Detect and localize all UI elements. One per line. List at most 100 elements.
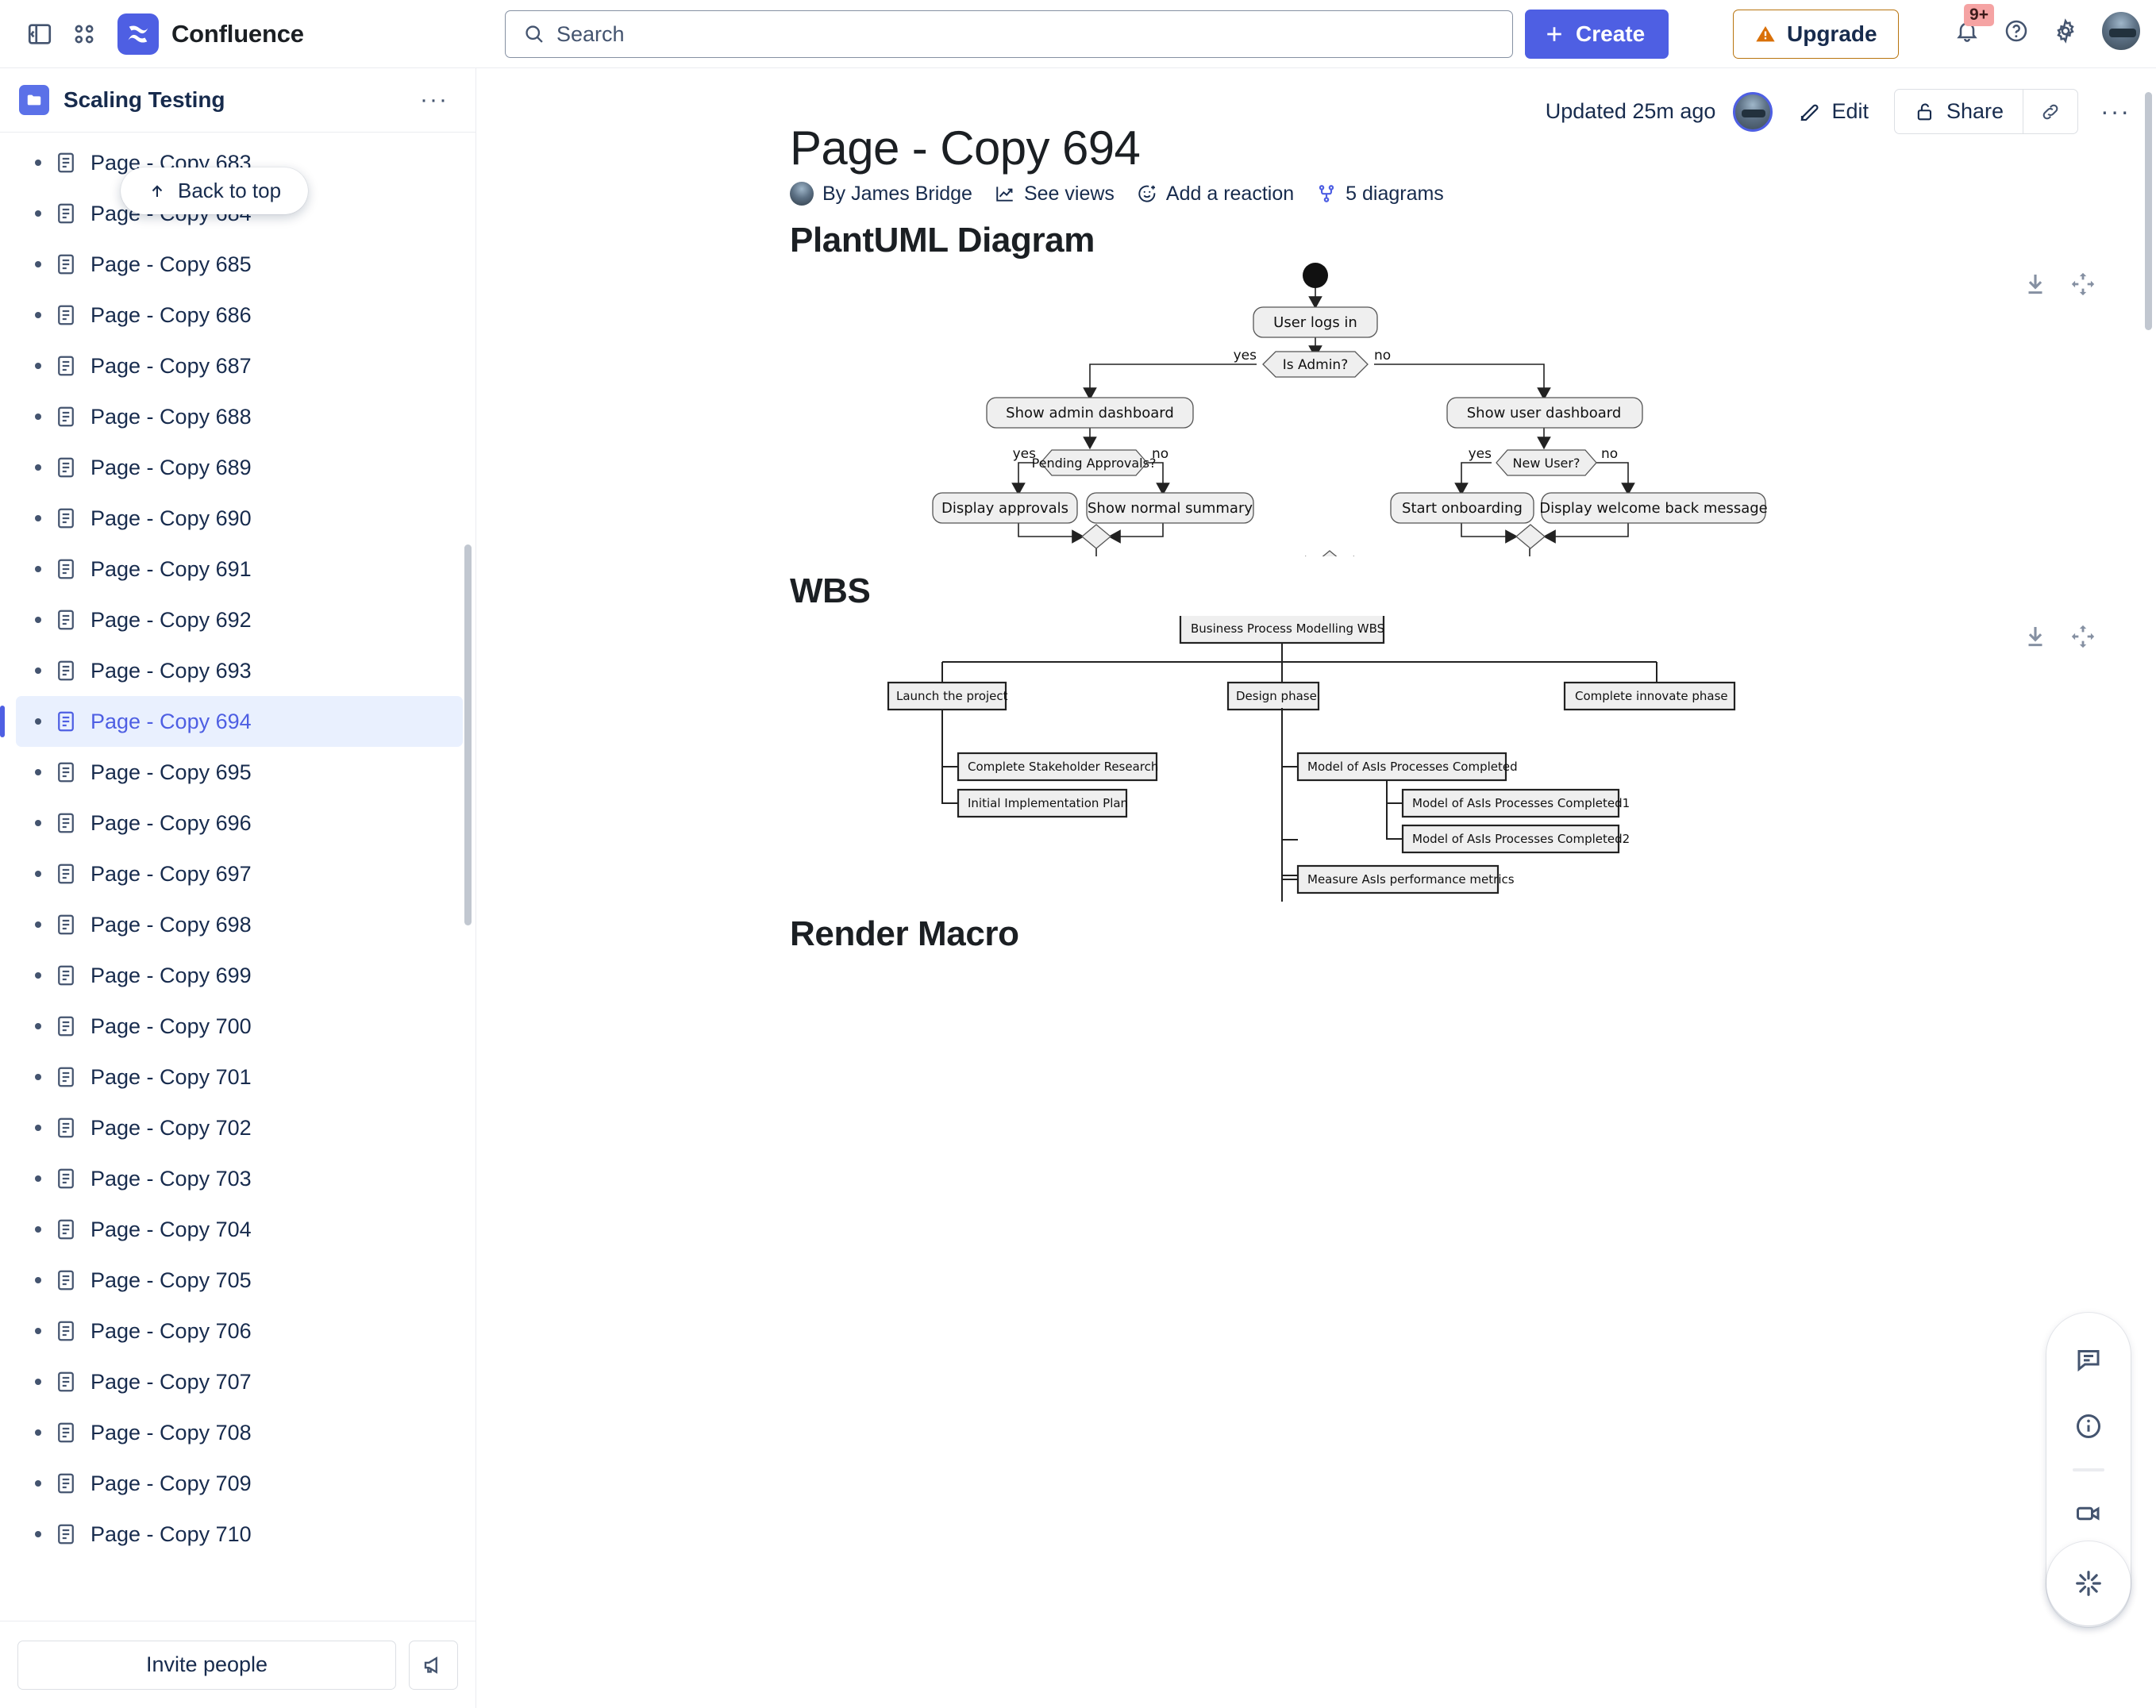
sidebar-item[interactable]: Page - Copy 698 <box>16 899 463 950</box>
download-icon[interactable] <box>2022 271 2049 298</box>
sidebar-item-label: Page - Copy 691 <box>90 556 252 581</box>
diagrams-count[interactable]: 5 diagrams <box>1316 183 1444 206</box>
sidebar-item[interactable]: Page - Copy 704 <box>16 1204 463 1255</box>
document-icon <box>54 710 78 733</box>
wbs-diagram-svg: Business Process Modelling WBS Launch th… <box>887 613 1736 936</box>
activity-node-display-welcome-back-message: Display welcome back message <box>1539 492 1768 524</box>
plantuml-diagram[interactable]: User logs in Is Admin? yes no Show admin… <box>790 263 2156 612</box>
document-icon <box>54 1421 78 1444</box>
sidebar-item[interactable]: Page - Copy 701 <box>16 1052 463 1102</box>
sidebar-item-label: Page - Copy 700 <box>90 1014 252 1038</box>
sidebar-item[interactable]: Page - Copy 705 <box>16 1255 463 1306</box>
bullet-icon <box>35 769 41 775</box>
bullet-icon <box>35 515 41 521</box>
atlassian-intelligence-icon[interactable] <box>2046 1541 2131 1625</box>
see-views-button[interactable]: See views <box>995 183 1115 206</box>
video-camera-icon[interactable] <box>2059 1484 2118 1543</box>
sidebar-item[interactable]: Page - Copy 686 <box>16 290 463 340</box>
arrow-up-icon <box>148 182 167 201</box>
svg-text:Initial Implementation Plan: Initial Implementation Plan <box>968 796 1128 810</box>
sidebar-item[interactable]: Page - Copy 685 <box>16 239 463 290</box>
sidebar-item[interactable]: Page - Copy 689 <box>16 442 463 493</box>
sidebar-toggle-icon[interactable] <box>17 12 62 56</box>
sidebar-item[interactable]: Page - Copy 703 <box>16 1153 463 1204</box>
edit-button-label: Edit <box>1831 99 1869 123</box>
sidebar-scrollbar[interactable] <box>464 544 472 925</box>
section-heading-plantuml: PlantUML Diagram <box>790 221 1095 260</box>
sidebar-item[interactable]: Page - Copy 693 <box>16 645 463 696</box>
gear-icon[interactable] <box>2043 9 2088 53</box>
search-input[interactable] <box>556 21 1495 47</box>
analytics-icon <box>995 183 1015 204</box>
sidebar-item[interactable]: Page - Copy 702 <box>16 1102 463 1153</box>
create-button[interactable]: Create <box>1525 10 1669 59</box>
sidebar-item[interactable]: Page - Copy 687 <box>16 340 463 391</box>
pencil-icon <box>1798 100 1822 124</box>
bullet-icon <box>35 871 41 877</box>
app-switcher-icon[interactable] <box>62 12 106 56</box>
contributor-avatar[interactable] <box>1733 91 1773 132</box>
sidebar-item[interactable]: Page - Copy 706 <box>16 1306 463 1356</box>
sidebar-item-label: Page - Copy 686 <box>90 302 252 327</box>
help-icon[interactable] <box>1994 9 2039 53</box>
share-button-label: Share <box>1946 99 2004 123</box>
copy-link-icon[interactable] <box>2023 90 2077 133</box>
space-more-actions-icon[interactable]: ··· <box>420 87 449 113</box>
fullscreen-icon[interactable] <box>2069 271 2096 298</box>
sidebar-item[interactable]: Page - Copy 692 <box>16 594 463 645</box>
svg-text:Complete Stakeholder Research: Complete Stakeholder Research <box>968 760 1158 774</box>
search-box[interactable] <box>505 10 1513 58</box>
activity-node-display-approvals: Display approvals <box>932 492 1078 524</box>
back-to-top-button[interactable]: Back to top <box>121 167 309 214</box>
author-avatar <box>790 182 814 206</box>
upgrade-button-label: Upgrade <box>1787 21 1877 46</box>
sidebar-item[interactable]: Page - Copy 700 <box>16 1001 463 1052</box>
fullscreen-icon[interactable] <box>2069 623 2096 650</box>
sidebar-item[interactable]: Page - Copy 709 <box>16 1458 463 1509</box>
user-avatar[interactable] <box>2100 10 2142 52</box>
more-actions-icon[interactable]: ··· <box>2100 97 2131 125</box>
sidebar-item[interactable]: Page - Copy 691 <box>16 544 463 594</box>
edit-button[interactable]: Edit <box>1790 93 1877 130</box>
sidebar-item[interactable]: Page - Copy 710 <box>16 1509 463 1560</box>
svg-text:Complete innovate phase: Complete innovate phase <box>1575 689 1728 703</box>
sidebar-item[interactable]: Page - Copy 707 <box>16 1356 463 1407</box>
space-name[interactable]: Scaling Testing <box>64 87 225 112</box>
download-icon[interactable] <box>2022 623 2049 650</box>
megaphone-icon[interactable] <box>409 1640 458 1690</box>
upgrade-button[interactable]: Upgrade <box>1733 10 1899 59</box>
bullet-icon <box>35 312 41 318</box>
sidebar-item-label: Page - Copy 707 <box>90 1369 252 1394</box>
comments-icon[interactable] <box>2059 1330 2118 1389</box>
notifications-button[interactable]: 9+ <box>1945 4 1994 53</box>
author-byline[interactable]: By James Bridge <box>790 182 972 206</box>
bullet-icon <box>35 1277 41 1283</box>
add-reaction-button[interactable]: Add a reaction <box>1137 183 1294 206</box>
merge-node-right <box>1515 524 1546 549</box>
wbs-diagram[interactable]: Business Process Modelling WBS Launch th… <box>790 613 2156 936</box>
sidebar-item[interactable]: Page - Copy 697 <box>16 848 463 899</box>
confluence-logo-home-link[interactable]: Confluence <box>117 13 304 55</box>
sidebar-item[interactable]: Page - Copy 696 <box>16 798 463 848</box>
sidebar-item[interactable]: Page - Copy 695 <box>16 747 463 798</box>
sidebar-item-selected[interactable]: Page - Copy 694 <box>0 696 463 747</box>
start-node <box>1303 263 1328 288</box>
sidebar-item-label: Page - Copy 693 <box>90 658 252 683</box>
content-scrollbar[interactable] <box>2145 92 2152 330</box>
sidebar-item[interactable]: Page - Copy 699 <box>16 950 463 1001</box>
svg-text:Measure AsIs performance metri: Measure AsIs performance metrics <box>1307 872 1515 887</box>
invite-people-button[interactable]: Invite people <box>17 1640 396 1690</box>
wbs-node-design-phase: Design phase <box>1226 681 1320 711</box>
activity-node-start-onboarding: Start onboarding <box>1390 492 1534 524</box>
share-button[interactable]: Share <box>1895 90 2023 133</box>
document-icon <box>54 456 78 479</box>
svg-text:yes: yes <box>1469 446 1492 462</box>
sidebar-item-label: Page - Copy 697 <box>90 861 252 886</box>
sidebar-item[interactable]: Page - Copy 688 <box>16 391 463 442</box>
document-icon <box>54 760 78 784</box>
bullet-icon <box>35 718 41 725</box>
info-icon[interactable] <box>2059 1397 2118 1456</box>
sidebar-item[interactable]: Page - Copy 690 <box>16 493 463 544</box>
sidebar-item[interactable]: Page - Copy 708 <box>16 1407 463 1458</box>
